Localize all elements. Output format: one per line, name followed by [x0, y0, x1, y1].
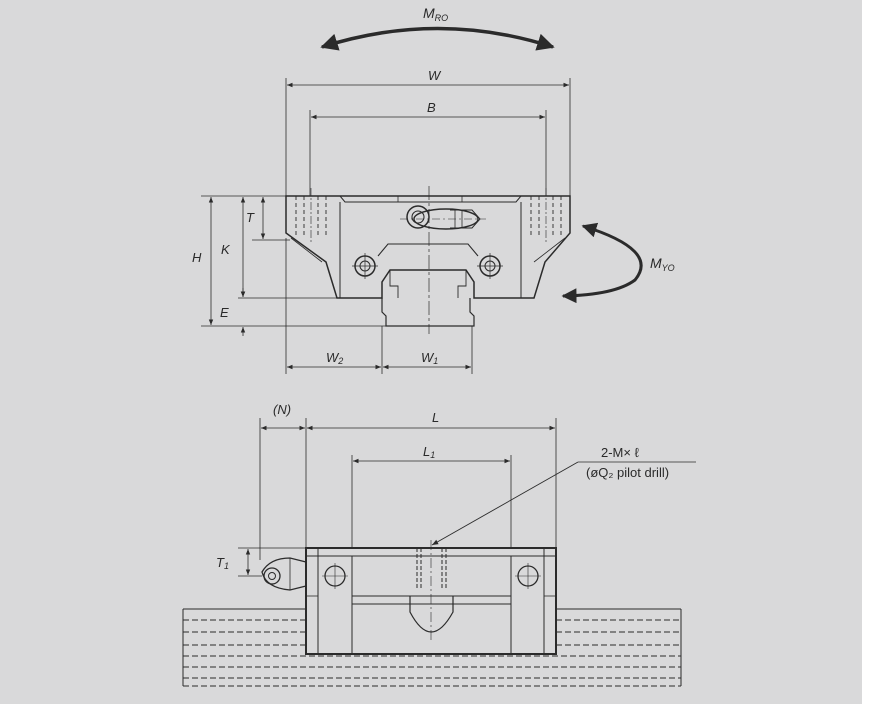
- ball-right: [477, 253, 503, 279]
- label-w1: W1: [421, 350, 438, 366]
- yaw-moment-label: MYO: [650, 255, 675, 273]
- rail-profile: [381, 298, 475, 327]
- label-k: K: [221, 242, 231, 257]
- label-w: W: [428, 68, 442, 83]
- ball-left: [352, 253, 378, 279]
- callout-leader: [431, 461, 579, 546]
- roll-moment-arrow: [320, 26, 555, 51]
- label-l1: L1: [423, 444, 435, 460]
- label-h: H: [192, 250, 202, 265]
- tapped-hole: [409, 540, 454, 640]
- label-l: L: [432, 410, 439, 425]
- side-hole-left: [322, 563, 348, 589]
- label-t: T: [246, 210, 255, 225]
- grease-nipple: [413, 208, 479, 230]
- callout-thread: 2-M× ℓ: [601, 445, 640, 460]
- side-view: [182, 418, 696, 687]
- label-t1: T1: [216, 555, 229, 571]
- label-e: E: [220, 305, 229, 320]
- label-b: B: [427, 100, 436, 115]
- label-n: (N): [273, 402, 291, 417]
- callout-pilot-drill: (øQ₂ pilot drill): [586, 465, 669, 480]
- front-view: [201, 26, 643, 374]
- rail-side: [182, 608, 682, 687]
- yaw-moment-arrow: [561, 222, 643, 304]
- side-hole-right: [515, 563, 541, 589]
- roll-moment-label: MRO: [423, 5, 448, 23]
- label-w2: W2: [326, 350, 343, 366]
- grease-nipple-side: [261, 557, 307, 591]
